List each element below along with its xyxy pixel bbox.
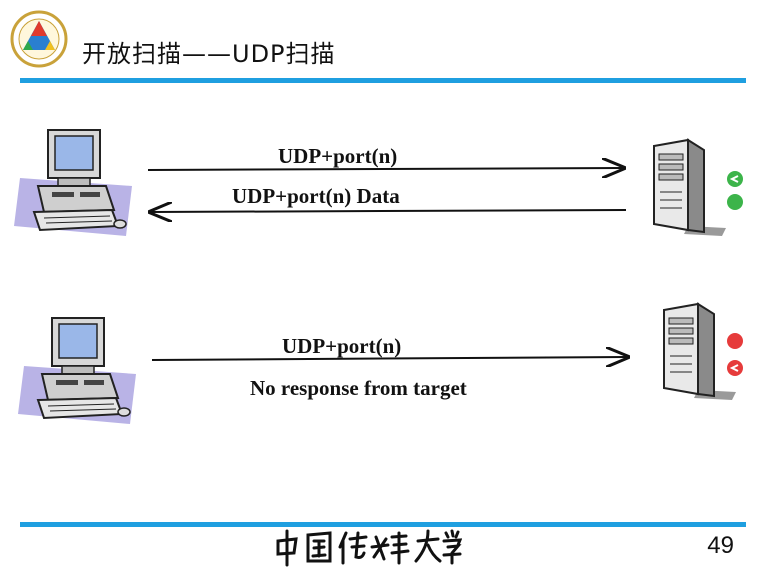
open-request-label: UDP+port(n) <box>278 144 398 168</box>
open-reply-arrow <box>150 210 627 212</box>
bottom-divider <box>20 522 746 527</box>
closed-request-arrow <box>151 357 628 360</box>
target-server-icon-2 <box>663 302 736 400</box>
status-lights-closed <box>727 333 743 376</box>
red-return-light-icon <box>727 360 743 376</box>
top-divider <box>20 78 746 83</box>
client-computer-icon-2 <box>18 317 136 424</box>
red-light-icon <box>727 333 743 349</box>
university-signature-logo <box>276 529 462 567</box>
status-lights-open <box>727 171 743 210</box>
page-number: 49 <box>707 532 734 559</box>
target-server-icon <box>653 138 726 236</box>
green-return-light-icon <box>727 171 743 187</box>
client-computer-icon <box>14 129 132 236</box>
open-request-arrow <box>147 168 624 170</box>
slide-title: 开放扫描——UDP扫描 <box>82 40 336 68</box>
closed-result-label: No response from target <box>250 376 467 400</box>
green-light-icon <box>727 194 743 210</box>
open-reply-label: UDP+port(n) Data <box>232 184 400 208</box>
closed-request-label: UDP+port(n) <box>282 334 402 358</box>
university-logo <box>10 10 68 68</box>
